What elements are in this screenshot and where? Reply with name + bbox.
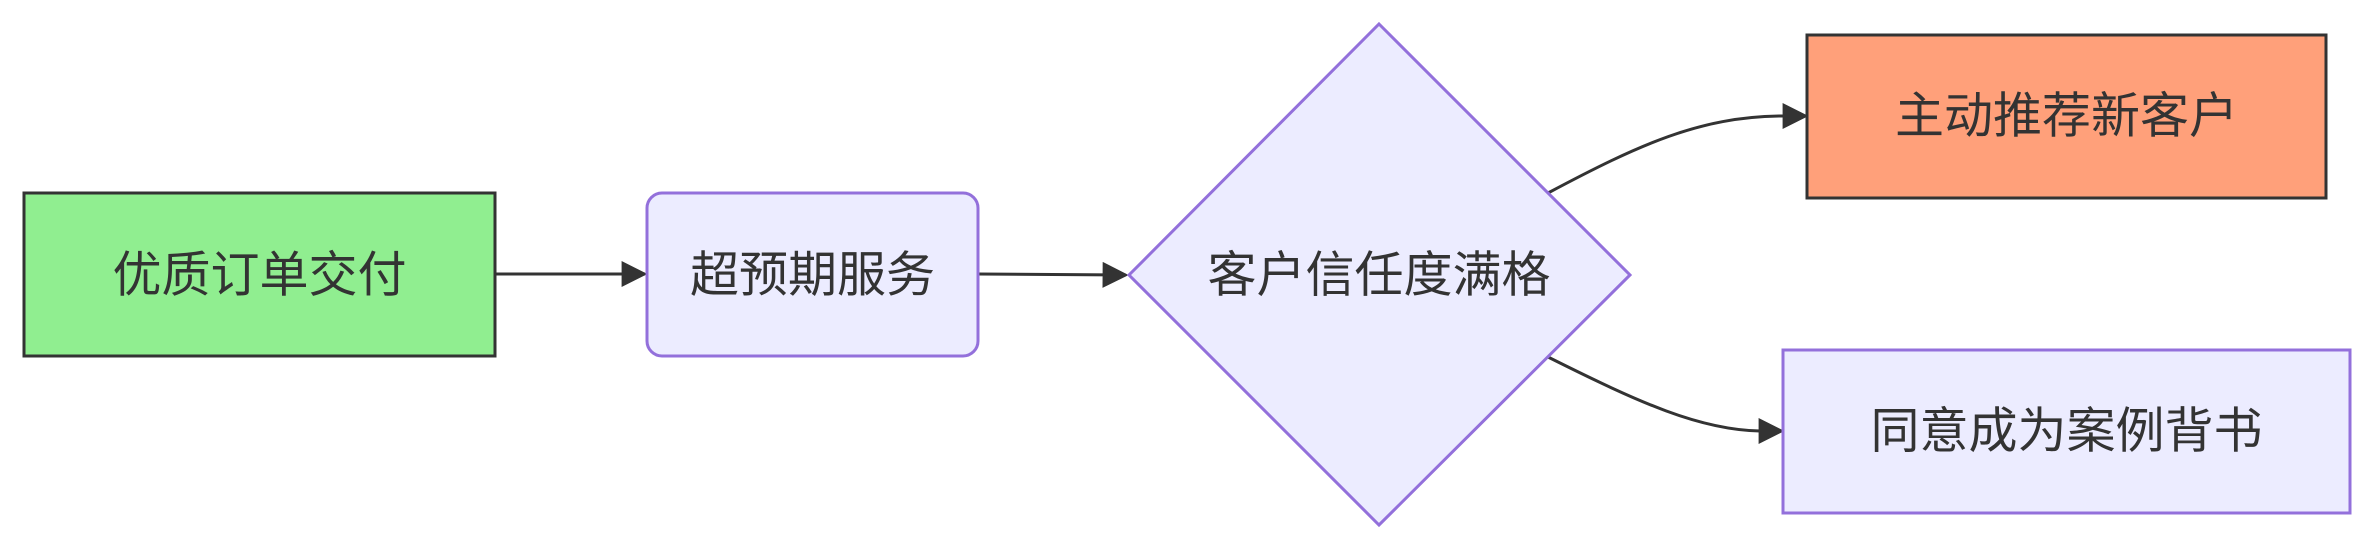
edges (495, 103, 1809, 444)
edge-trust-full-to-refer-clients (1547, 103, 1809, 195)
node-trust-full[interactable]: 客户信任度满格 (1126, 21, 1633, 528)
node-case-endorse[interactable]: 同意成为案例背书 (1781, 348, 2352, 515)
edge-beyond-service-to-trust-full (977, 261, 1129, 288)
edge-trust-full-to-case-endorse (1547, 355, 1785, 444)
node-trust-full-diamond (1126, 21, 1633, 528)
node-quality-delivery[interactable]: 优质订单交付 (22, 191, 497, 358)
node-case-endorse-box (1781, 348, 2352, 515)
node-beyond-service-box (645, 191, 980, 358)
node-quality-delivery-box (22, 191, 497, 358)
node-refer-clients-label: 主动推荐新客户 (1895, 88, 2238, 145)
node-case-endorse-label: 同意成为案例背书 (1870, 403, 2262, 460)
node-beyond-service-label: 超预期服务 (690, 247, 935, 304)
node-trust-full-label: 客户信任度满格 (1207, 247, 1550, 304)
node-quality-delivery-label: 优质订单交付 (112, 247, 406, 304)
node-beyond-service[interactable]: 超预期服务 (645, 191, 980, 358)
node-refer-clients-box (1805, 33, 2328, 200)
node-refer-clients[interactable]: 主动推荐新客户 (1805, 33, 2328, 200)
